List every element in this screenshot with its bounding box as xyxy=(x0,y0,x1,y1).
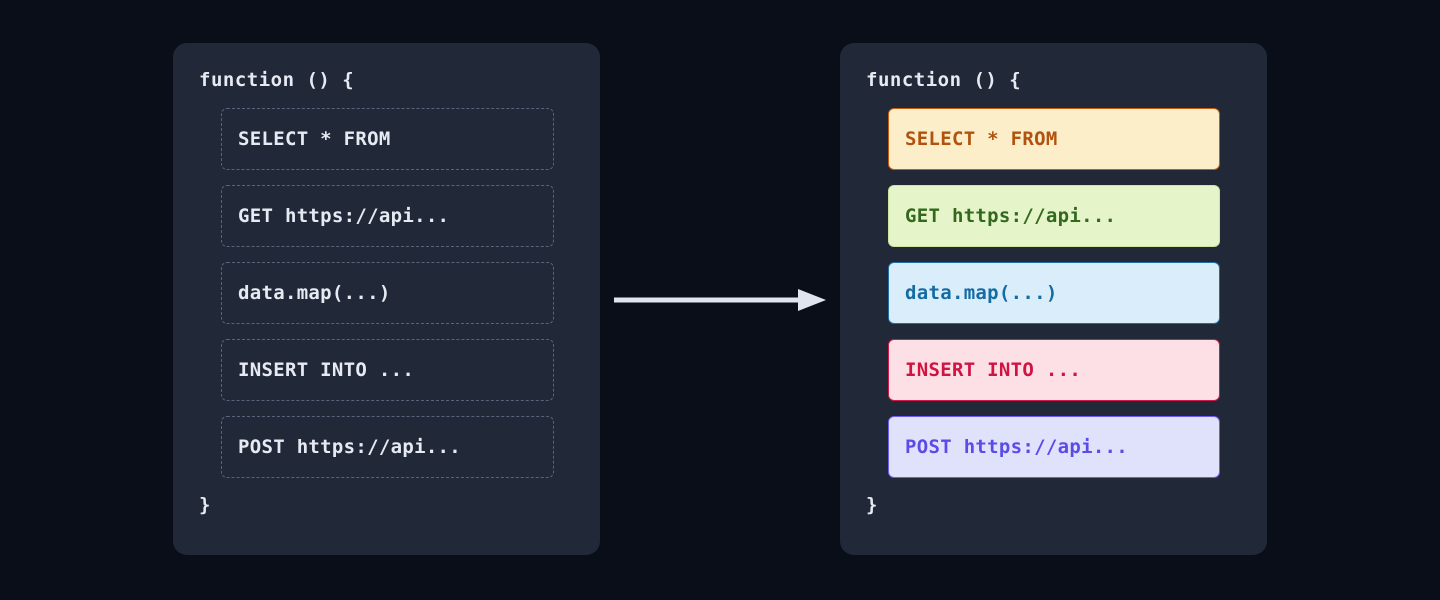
transform-arrow xyxy=(612,282,832,318)
after-function-close-brace: } xyxy=(866,494,878,516)
before-statement-list: SELECT * FROM GET https://api... data.ma… xyxy=(221,108,574,478)
statement-post[interactable]: POST https://api... xyxy=(888,416,1220,478)
after-function-open-brace: function () { xyxy=(866,69,1022,91)
statement-text: GET https://api... xyxy=(905,205,1117,227)
statement-text: data.map(...) xyxy=(238,282,391,304)
after-code-card: function () { SELECT * FROM GET https://… xyxy=(840,43,1267,555)
statement-map[interactable]: data.map(...) xyxy=(888,262,1220,324)
statement-get[interactable]: GET https://api... xyxy=(888,185,1220,247)
statement-text: data.map(...) xyxy=(905,282,1058,304)
statement-get[interactable]: GET https://api... xyxy=(221,185,554,247)
statement-select[interactable]: SELECT * FROM xyxy=(221,108,554,170)
statement-map[interactable]: data.map(...) xyxy=(221,262,554,324)
statement-insert[interactable]: INSERT INTO ... xyxy=(221,339,554,401)
statement-text: SELECT * FROM xyxy=(905,128,1058,150)
after-statement-list: SELECT * FROM GET https://api... data.ma… xyxy=(888,108,1241,478)
statement-text: GET https://api... xyxy=(238,205,450,227)
statement-text: POST https://api... xyxy=(238,436,462,458)
statement-insert[interactable]: INSERT INTO ... xyxy=(888,339,1220,401)
before-function-close-brace: } xyxy=(199,494,211,516)
statement-text: INSERT INTO ... xyxy=(238,359,415,381)
arrow-right-icon xyxy=(614,289,826,311)
statement-select[interactable]: SELECT * FROM xyxy=(888,108,1220,170)
statement-text: SELECT * FROM xyxy=(238,128,391,150)
statement-post[interactable]: POST https://api... xyxy=(221,416,554,478)
statement-text: POST https://api... xyxy=(905,436,1129,458)
before-code-card: function () { SELECT * FROM GET https://… xyxy=(173,43,600,555)
statement-text: INSERT INTO ... xyxy=(905,359,1082,381)
before-function-open-brace: function () { xyxy=(199,69,355,91)
